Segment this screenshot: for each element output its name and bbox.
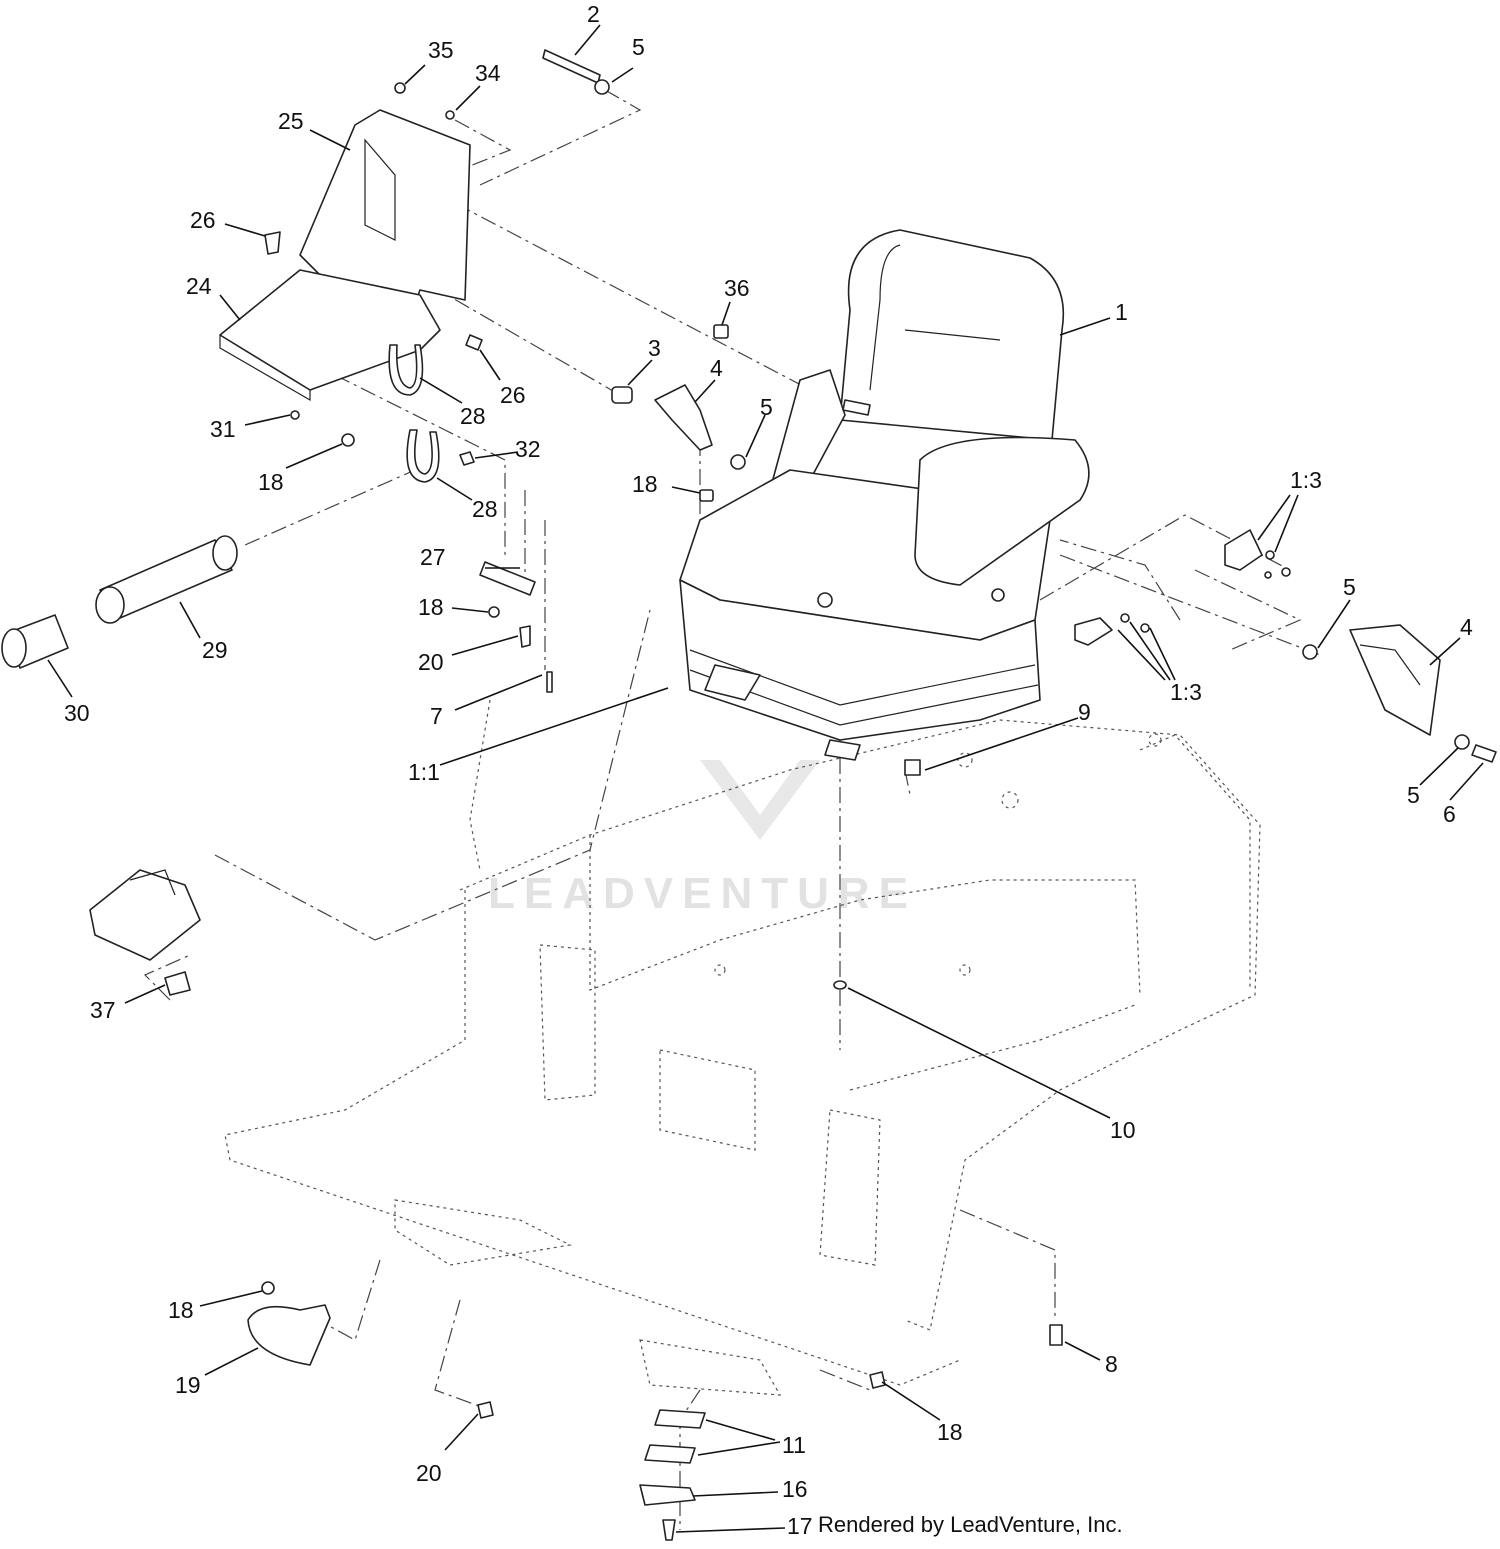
callout-5: 5 <box>1407 782 1420 808</box>
bracket-clip <box>164 971 191 996</box>
seat-belt-buckle <box>654 384 713 451</box>
shim <box>654 1409 706 1429</box>
callout-6: 6 <box>1443 801 1456 827</box>
nut <box>699 489 714 502</box>
callout-10: 10 <box>1110 1117 1136 1143</box>
bumper-plate <box>639 1484 696 1506</box>
tube-clamp <box>388 344 424 396</box>
screw <box>459 451 475 466</box>
mower-frame-ghost <box>224 699 1261 1396</box>
watermark-logo <box>700 760 820 840</box>
callout-28: 28 <box>472 496 498 522</box>
latch-kit-lower <box>1074 613 1150 646</box>
assembly-lines <box>143 89 1321 1530</box>
callout-5: 5 <box>760 394 773 420</box>
nut <box>713 324 729 339</box>
screw <box>394 82 406 94</box>
storage-tube <box>95 535 238 624</box>
leader-lines <box>47 24 1484 1533</box>
callout-5: 5 <box>1343 574 1356 600</box>
seat-belt-retractor <box>1349 624 1441 736</box>
control-lever-assembly <box>89 869 201 961</box>
callout-18: 18 <box>418 594 444 620</box>
callout-7: 7 <box>430 703 443 729</box>
callout-26: 26 <box>500 382 526 408</box>
screw <box>465 334 483 351</box>
callout-4: 4 <box>1460 614 1473 640</box>
callout-8: 8 <box>1105 1351 1118 1377</box>
nut <box>341 433 355 447</box>
screw <box>477 1401 494 1419</box>
callout-34: 34 <box>475 60 501 86</box>
callout-18: 18 <box>632 471 658 497</box>
watermark: LEADVENTURE <box>488 760 917 918</box>
callout-18: 18 <box>258 469 284 495</box>
latch-kit-upper <box>1224 529 1291 579</box>
seat-assembly <box>679 229 1090 761</box>
washer <box>594 79 610 95</box>
nut <box>904 759 921 776</box>
callout-18: 18 <box>168 1297 194 1323</box>
bolt <box>1471 744 1497 763</box>
callout-9: 9 <box>1078 699 1091 725</box>
callout-5: 5 <box>632 34 645 60</box>
callout-20: 20 <box>416 1460 442 1486</box>
washer <box>1302 644 1318 660</box>
nut <box>290 410 300 420</box>
callout-20: 20 <box>418 649 444 675</box>
callout-1: 1 <box>1115 299 1128 325</box>
render-credit: Rendered by LeadVenture, Inc. <box>818 1512 1123 1537</box>
pivot-pin <box>542 49 601 84</box>
screw <box>264 231 281 255</box>
callout-25: 25 <box>278 108 304 134</box>
spacer <box>611 386 633 404</box>
screw <box>662 1519 676 1541</box>
callout-19: 19 <box>175 1372 201 1398</box>
shim <box>644 1444 696 1464</box>
nut <box>488 606 500 618</box>
callout-29: 29 <box>202 637 228 663</box>
screw <box>519 625 531 648</box>
watermark-text: LEADVENTURE <box>488 869 917 918</box>
callout-11: 11 <box>782 1432 806 1458</box>
callout-1-3: 1:3 <box>1290 467 1322 493</box>
callout-1-3: 1:3 <box>1170 679 1202 705</box>
callout-31: 31 <box>210 416 236 442</box>
callout-2: 2 <box>587 1 600 27</box>
washer <box>730 454 746 470</box>
callout-26: 26 <box>190 207 216 233</box>
callout-18: 18 <box>937 1419 963 1445</box>
callout-4: 4 <box>710 355 723 381</box>
callout-35: 35 <box>428 37 454 63</box>
callout-3: 3 <box>648 335 661 361</box>
callout-32: 32 <box>515 436 541 462</box>
strap <box>479 561 536 596</box>
horn <box>247 1304 331 1366</box>
nut <box>869 1371 886 1389</box>
callout-27: 27 <box>420 544 446 570</box>
nut <box>261 1281 275 1295</box>
screw <box>546 671 553 693</box>
washer <box>445 110 455 120</box>
callouts: 1 1:1 1:3 1:3 2 3 4 4 5 5 5 5 6 7 8 9 10… <box>64 1 1473 1539</box>
stud <box>1049 1324 1063 1346</box>
tube-clamp <box>406 429 440 483</box>
tube-cap <box>1 614 69 669</box>
washer <box>833 980 847 990</box>
callout-36: 36 <box>724 275 750 301</box>
callout-16: 16 <box>782 1476 808 1502</box>
callout-28: 28 <box>460 403 486 429</box>
washer <box>1454 734 1470 750</box>
callout-1-1: 1:1 <box>408 759 440 785</box>
callout-24: 24 <box>186 273 212 299</box>
callout-30: 30 <box>64 700 90 726</box>
mount-bracket <box>219 109 471 402</box>
callout-37: 37 <box>90 997 116 1023</box>
callout-17: 17 <box>787 1513 813 1539</box>
